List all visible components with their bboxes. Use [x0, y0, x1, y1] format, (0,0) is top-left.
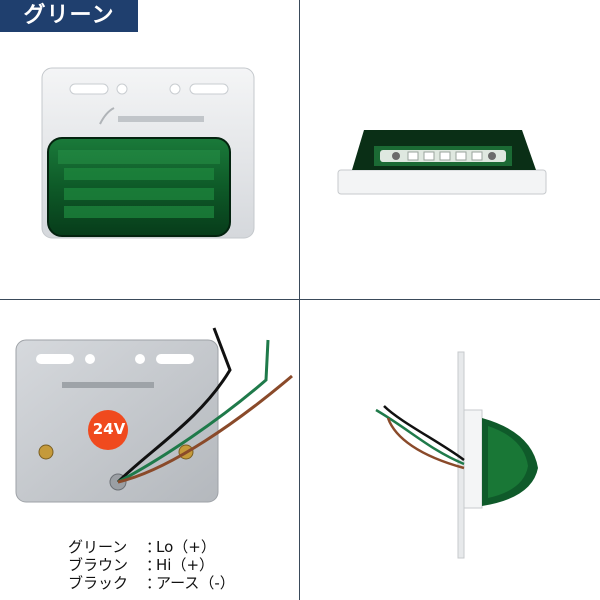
legend-row-black: ブラック ：アース（-） [68, 574, 235, 592]
back-view-illustration [15, 327, 293, 503]
side-view-illustration [375, 351, 538, 559]
legend-name: グリーン [68, 538, 128, 556]
legend-name: ブラウン [68, 556, 129, 574]
legend-value: アース（-） [156, 574, 235, 592]
top-view-illustration [337, 130, 547, 195]
legend-row-green: グリーン ：Lo（+） [68, 538, 235, 556]
color-badge: グリーン [0, 0, 138, 32]
photo-top-view [300, 0, 599, 299]
voltage-label: 24V [92, 420, 126, 438]
photo-back-view: 24V [0, 300, 299, 599]
photo-front-view [0, 0, 299, 299]
legend-value: Hi（+） [156, 556, 215, 574]
legend-sep: ： [146, 556, 162, 574]
legend-row-brown: ブラウン ：Hi（+） [68, 556, 235, 574]
legend-sep: ： [146, 574, 162, 592]
front-view-illustration [41, 67, 255, 239]
legend-name: ブラック [68, 574, 129, 592]
horizontal-divider [0, 299, 600, 300]
wire-legend: グリーン：Lo（+） ブラウン：Hi（+） ブラック：アース（-） [68, 538, 235, 592]
legend-value: Lo（+） [156, 538, 216, 556]
legend-sep: ： [146, 538, 162, 556]
vertical-divider [299, 0, 300, 600]
photo-side-view [300, 300, 599, 599]
